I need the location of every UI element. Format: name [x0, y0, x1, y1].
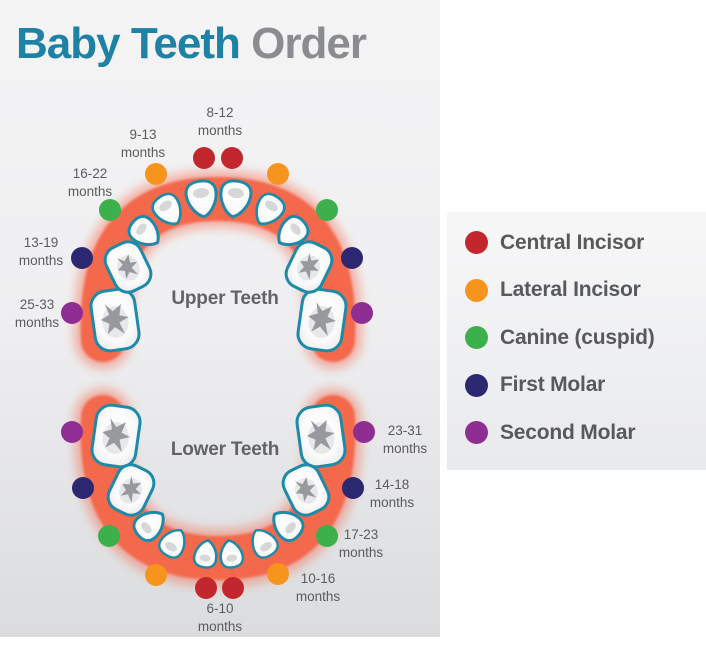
upper-left-second-molar-tooth — [87, 285, 143, 355]
page-title: Baby Teeth Order — [16, 19, 367, 68]
lower-right-lateral-incisor-dot — [267, 563, 289, 585]
upper-right-second-molar-dot — [351, 302, 373, 324]
upper-left-canine-dot — [99, 199, 121, 221]
lower-right-canine-dot — [316, 525, 338, 547]
legend-item-lateral-incisor: Lateral Incisor — [447, 267, 706, 315]
teeth-diagram-panel: Baby Teeth Order — [0, 0, 440, 637]
upper-first-molar-months-label: 13-19 months — [18, 235, 64, 268]
first-molar-legend-label: First Molar — [500, 373, 606, 397]
upper-second-molar-months-label: 25-33 months — [14, 297, 60, 330]
central-incisor-legend-dot — [465, 231, 488, 255]
lower-left-canine-dot — [98, 525, 120, 547]
title-secondary: Order — [251, 19, 367, 68]
lateral-incisor-legend-label: Lateral Incisor — [500, 278, 641, 302]
upper-canine-months-label: 16-22 months — [67, 166, 113, 199]
lower-left-central-incisor-dot — [195, 577, 217, 599]
upper-left-first-molar-dot — [71, 247, 93, 269]
legend-item-first-molar: First Molar — [447, 362, 706, 410]
second-molar-legend-label: Second Molar — [500, 420, 636, 444]
upper-central-incisor-months-label: 8-12 months — [197, 105, 243, 138]
upper-right-first-molar-dot — [341, 247, 363, 269]
central-incisor-legend-label: Central Incisor — [500, 230, 645, 254]
upper-right-canine-dot — [316, 199, 338, 221]
lower-right-first-molar-dot — [342, 477, 364, 499]
upper-left-lateral-incisor-dot — [145, 163, 167, 185]
legend-item-canine: Canine (cuspid) — [447, 314, 706, 362]
lower-central-incisor-months-label: 6-10 months — [197, 601, 243, 634]
lower-second-molar-months-label: 23-31 months — [382, 423, 428, 456]
lateral-incisor-legend-dot — [465, 278, 488, 302]
second-molar-legend-dot — [465, 421, 488, 445]
lower-right-second-molar-dot — [353, 421, 375, 443]
lower-left-second-molar-dot — [61, 421, 83, 443]
upper-lateral-incisor-months-label: 9-13 months — [120, 127, 166, 160]
title-primary: Baby Teeth — [16, 19, 241, 68]
canine-legend-dot — [465, 326, 488, 350]
lower-lateral-incisor-months-label: 10-16 months — [295, 571, 341, 604]
upper-arch — [73, 169, 363, 369]
first-molar-legend-dot — [465, 373, 488, 397]
upper-right-central-incisor-dot — [221, 147, 243, 169]
dental-arches-drawing — [73, 169, 363, 588]
legend-item-second-molar: Second Molar — [447, 409, 706, 457]
upper-left-central-incisor-dot — [193, 147, 215, 169]
upper-teeth-title: Upper Teeth — [171, 288, 279, 309]
lower-left-lateral-incisor-dot — [145, 564, 167, 586]
lower-teeth-title: Lower Teeth — [170, 439, 280, 460]
canine-legend-label: Canine (cuspid) — [500, 325, 655, 349]
lower-left-first-molar-dot — [72, 477, 94, 499]
upper-right-lateral-incisor-dot — [267, 163, 289, 185]
lower-arch — [73, 388, 363, 588]
legend: Central Incisor Lateral Incisor Canine (… — [447, 212, 706, 470]
lower-first-molar-months-label: 14-18 months — [369, 477, 415, 510]
lower-right-central-incisor-dot — [222, 577, 244, 599]
legend-item-central-incisor: Central Incisor — [447, 219, 706, 267]
lower-left-second-molar-tooth — [88, 401, 144, 471]
lower-canine-months-label: 17-23 months — [338, 527, 384, 560]
upper-left-second-molar-dot — [61, 302, 83, 324]
